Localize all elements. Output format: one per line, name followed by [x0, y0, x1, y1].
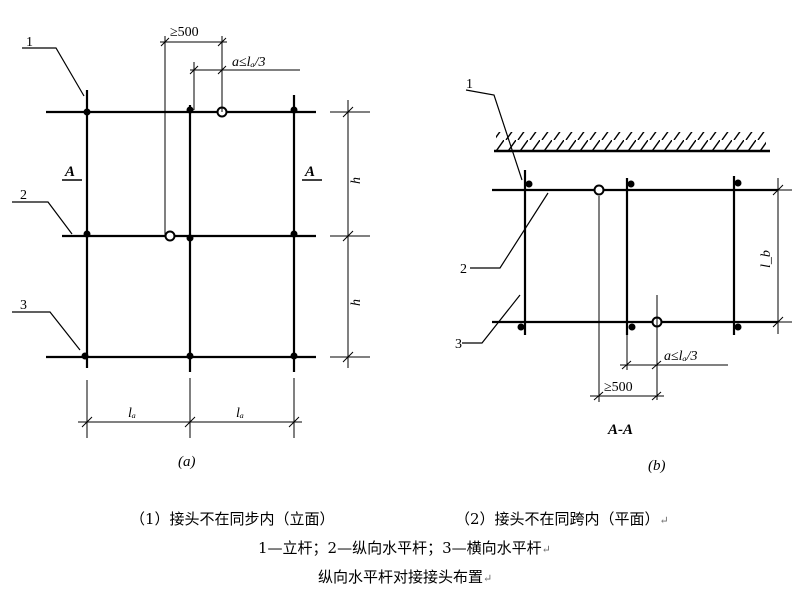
- edit-mark-1: ↵: [659, 514, 669, 527]
- dim-lb-b: l_b: [759, 250, 774, 268]
- connector-b6: [734, 323, 742, 331]
- dim-min-spacing-b: ≥500: [604, 380, 633, 395]
- connector-a5: [186, 234, 194, 242]
- dim-la2-a: lₐ: [236, 406, 244, 421]
- connector-a8: [186, 352, 194, 360]
- connector-a9: [290, 352, 298, 360]
- dim-offset-b: a≤lₐ/3: [664, 349, 698, 364]
- marker-2-a: 2: [20, 188, 27, 203]
- wall-hatch: [496, 132, 766, 151]
- caption-left-text: （1）接头不在同步内（立面）: [130, 510, 335, 528]
- caption-left: （1）接头不在同步内（立面）: [130, 508, 335, 529]
- caption-title-text: 纵向水平杆对接接头布置: [318, 568, 484, 586]
- dim-h2-a: h: [349, 299, 364, 306]
- sublabel-a: (a): [178, 454, 196, 470]
- section-title-b: A-A: [607, 422, 633, 438]
- section-mark-left-a: A: [64, 164, 75, 180]
- connector-a4: [83, 230, 91, 238]
- marker-3-a: 3: [20, 298, 27, 313]
- edit-mark-2: ↵: [541, 543, 551, 556]
- connector-a3: [290, 106, 298, 114]
- connector-a6: [290, 230, 298, 238]
- edit-mark-3: ↵: [483, 572, 493, 585]
- dim-offset-a: a≤lₐ/3: [232, 55, 266, 70]
- connector-a7: [81, 352, 89, 360]
- caption-legend-text: 1—立杆；2—纵向水平杆；3—横向水平杆: [258, 539, 542, 557]
- section-mark-right-a: A: [304, 164, 315, 180]
- caption-right-text: （2）接头不在同跨内（平面）: [455, 510, 660, 528]
- figure-a-elevation: [12, 36, 370, 438]
- figure-b-labels: 1 2 3 l_b a≤lₐ/3 ≥500 A-A (b): [455, 77, 774, 474]
- caption-title: 纵向水平杆对接接头布置↵: [318, 566, 492, 587]
- sublabel-b: (b): [648, 458, 666, 474]
- connector-b3: [734, 179, 742, 187]
- connector-a1: [83, 108, 91, 116]
- butt-joint-middle: [164, 230, 176, 242]
- caption-right: （2）接头不在同跨内（平面）↵: [455, 508, 669, 529]
- marker-3-b: 3: [455, 337, 462, 352]
- connector-a2: [186, 106, 194, 114]
- butt-joint-b-top: [593, 184, 605, 196]
- connector-b2: [627, 180, 635, 188]
- dim-h1-a: h: [349, 177, 364, 184]
- connector-b4: [517, 323, 525, 331]
- marker-2-b: 2: [460, 262, 467, 277]
- connector-b1: [525, 180, 533, 188]
- dim-min-spacing-a: ≥500: [170, 25, 199, 40]
- connector-b5: [628, 323, 636, 331]
- caption-legend: 1—立杆；2—纵向水平杆；3—横向水平杆↵: [258, 537, 551, 558]
- figure-a-labels: 1 2 3 ≥500 a≤lₐ/3 A A h h lₐ lₐ (a): [20, 25, 364, 470]
- figure-b-plan: [462, 89, 792, 402]
- marker-1-a: 1: [26, 35, 33, 50]
- marker-1-b: 1: [466, 77, 473, 92]
- dim-la1-a: lₐ: [128, 406, 136, 421]
